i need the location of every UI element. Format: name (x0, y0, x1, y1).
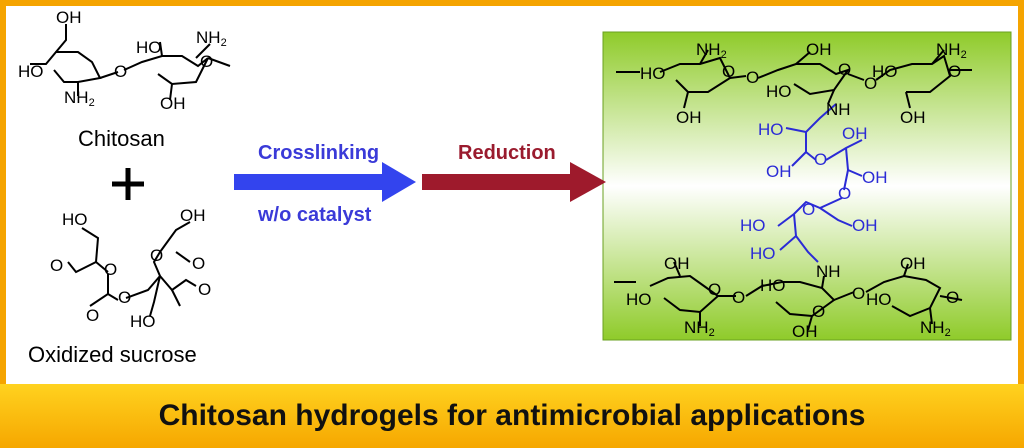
oxidized-sucrose-caption: Oxidized sucrose (28, 342, 197, 367)
lower-o-link-1: O (732, 288, 746, 307)
linker-oh-4: OH (852, 216, 878, 235)
linker-o-2: O (838, 184, 852, 203)
linker-oh-2: OH (766, 162, 792, 181)
upper-o-3: O (948, 62, 962, 81)
sucrose-linker (777, 103, 863, 263)
lower-chitosan-chain (614, 261, 963, 331)
lower-nh: NH (816, 262, 841, 281)
lower-o-link-2: O (852, 284, 866, 303)
reduction-label: Reduction (458, 142, 556, 164)
upper-oh-3: OH (900, 108, 926, 127)
crosslinking-arrow (234, 162, 416, 202)
sucrose-o-aldehyde-3: O (198, 280, 212, 299)
sucrose-o-aldehyde-2: O (192, 254, 206, 273)
sucrose-o-glycosidic: O (118, 288, 132, 307)
sucrose-ho-left: HO (62, 210, 88, 229)
lower-o-3: O (946, 288, 960, 307)
upper-o-link-2: O (864, 74, 878, 93)
chitosan-oh-bottom: OH (160, 94, 186, 113)
chitosan-oh-top: OH (56, 8, 82, 27)
lower-nh2-1: NH2 (684, 318, 715, 339)
chitosan-ho-mid: HO (136, 38, 162, 57)
upper-nh2-2: NH2 (936, 40, 967, 61)
lower-o-1: O (708, 280, 722, 299)
upper-oh-2: OH (806, 40, 832, 59)
linker-oh-3: OH (862, 168, 888, 187)
linker-o-1: O (814, 150, 828, 169)
chitosan-structure (30, 24, 231, 101)
sucrose-oh-right: OH (180, 206, 206, 225)
upper-ho-2: HO (766, 82, 792, 101)
upper-o-link-1: O (746, 68, 760, 87)
chitosan-nh2-bottom: NH2 (64, 88, 95, 109)
reduction-arrow (422, 162, 606, 202)
sucrose-o-ring-2: O (150, 246, 164, 265)
footer-title: Chitosan hydrogels for antimicrobial app… (158, 399, 866, 432)
upper-ho-1: HO (640, 64, 666, 83)
linker-ho-1: HO (758, 120, 784, 139)
linker-ho-3: HO (750, 244, 776, 263)
sucrose-ho-bottom: HO (130, 312, 156, 331)
lower-ho-3: HO (866, 290, 892, 309)
upper-o-2: O (838, 60, 852, 79)
linker-ho-2: HO (740, 216, 766, 235)
hydrogel-product-panel (602, 31, 1012, 341)
upper-ho-3: HO (872, 62, 898, 81)
upper-nh2-1: NH2 (696, 40, 727, 61)
lower-o-2: O (812, 302, 826, 321)
upper-o-1: O (722, 62, 736, 81)
lower-ho-2: HO (760, 276, 786, 295)
upper-nh: NH (826, 100, 851, 119)
wo-catalyst-label: w/o catalyst (258, 204, 372, 226)
plus-sign (112, 168, 144, 200)
upper-oh-1: OH (676, 108, 702, 127)
lower-oh-1: OH (664, 254, 690, 273)
sucrose-o-ring-1: O (104, 260, 118, 279)
linker-oh-1: OH (842, 124, 868, 143)
linker-o-3: O (802, 200, 816, 219)
chitosan-ho-left: HO (18, 62, 44, 81)
oxidized-sucrose-structure (67, 221, 197, 317)
sucrose-o-aldehyde-1: O (50, 256, 64, 275)
chitosan-o-link: O (114, 62, 128, 81)
crosslinking-label: Crosslinking (258, 142, 380, 164)
lower-oh-2: OH (792, 322, 818, 341)
sucrose-o-aldehyde-4: O (86, 306, 100, 325)
chitosan-ring-o: O (200, 52, 214, 71)
lower-ho-1: HO (626, 290, 652, 309)
lower-nh2-2: NH2 (920, 318, 951, 339)
chitosan-nh2-top: NH2 (196, 28, 227, 49)
upper-chitosan-chain (616, 49, 972, 109)
footer-title-bar: Chitosan hydrogels for antimicrobial app… (0, 384, 1024, 448)
chitosan-caption: Chitosan (78, 126, 165, 151)
lower-oh-3: OH (900, 254, 926, 273)
